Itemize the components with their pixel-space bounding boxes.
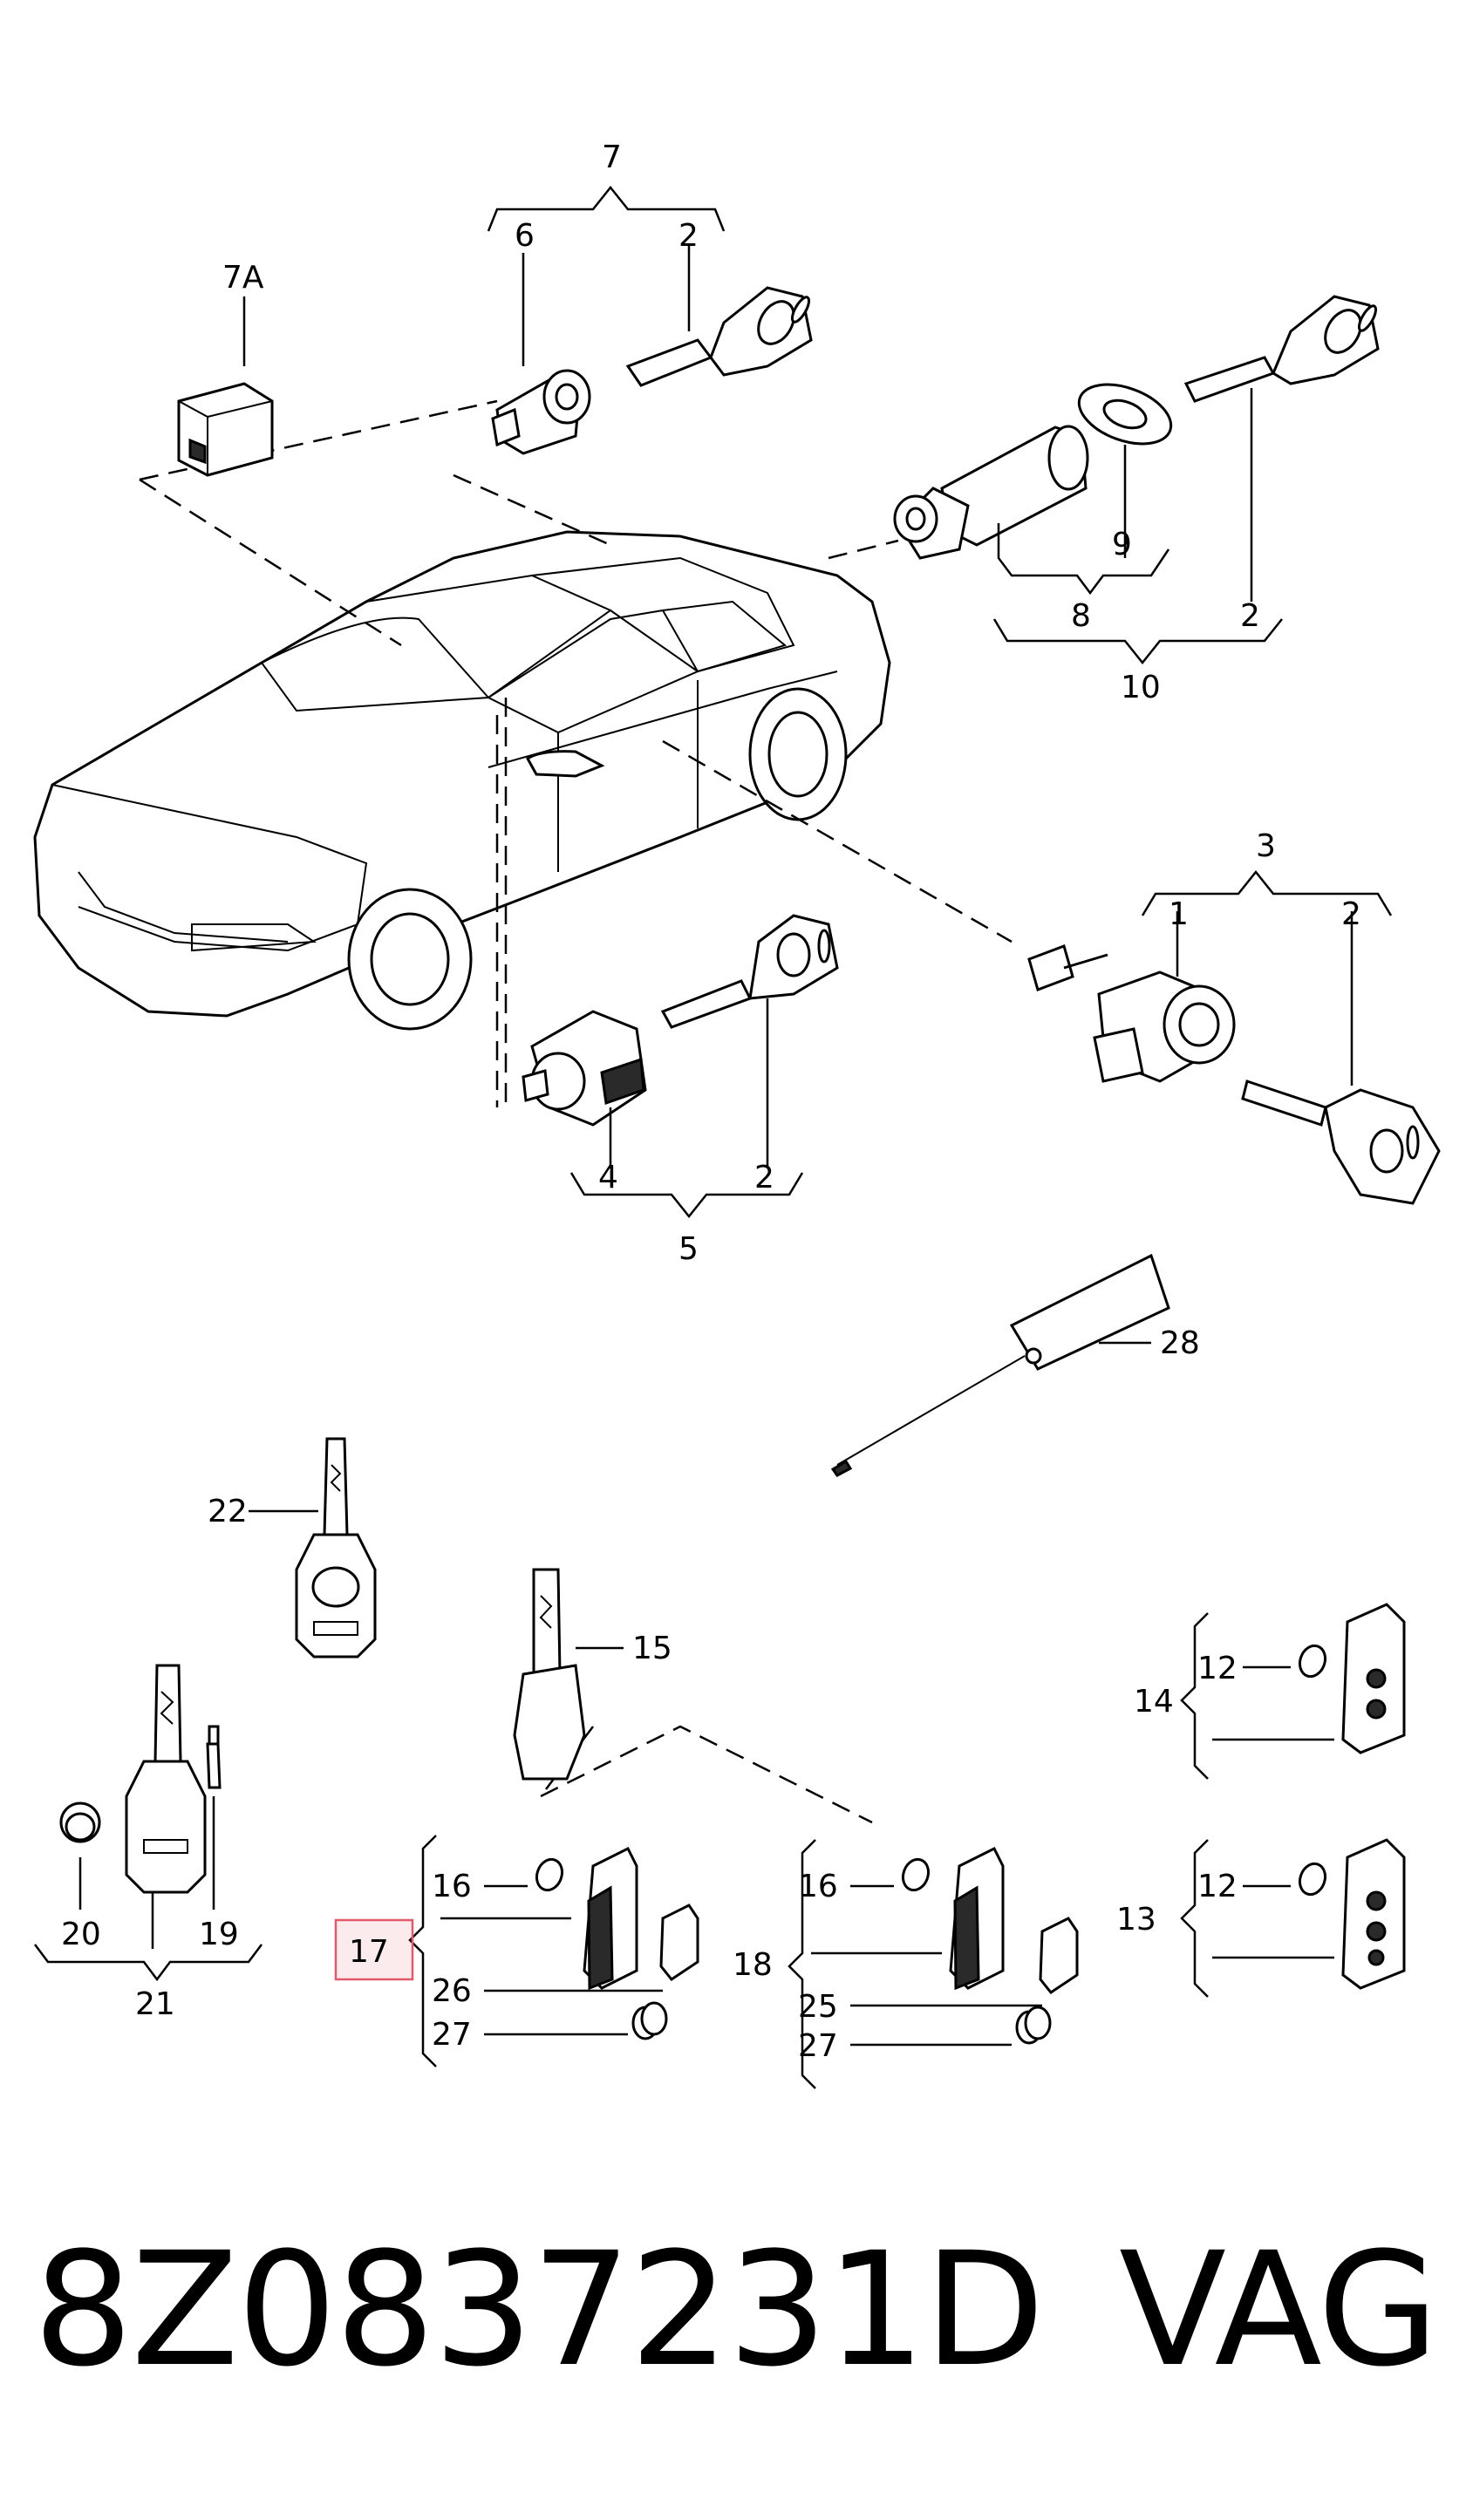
callout-2: 2 <box>1240 598 1260 634</box>
callout-8: 8 <box>1071 598 1091 634</box>
remote-13 <box>1212 1838 1406 1990</box>
bracket-8 <box>997 523 1170 596</box>
callout-10: 10 <box>1121 670 1161 705</box>
remote-18 <box>811 1846 1079 2047</box>
switch-7a <box>177 296 274 477</box>
callout-21: 21 <box>135 1986 175 2022</box>
key-top <box>625 244 813 387</box>
callout-20: 20 <box>61 1917 101 1952</box>
bracket-10 <box>992 618 1283 665</box>
highlight-box-17 <box>334 1918 414 1981</box>
key-15 <box>513 1568 624 1781</box>
callout-27: 27 <box>432 2017 472 2053</box>
parts-diagram: 7 6 2 7A 9 8 2 10 3 1 2 4 2 5 28 22 15 1… <box>33 140 1441 2089</box>
callout-2: 2 <box>754 1160 774 1195</box>
ignition-lock-4 <box>522 1010 647 1168</box>
key-right <box>1183 295 1380 602</box>
callout-6: 6 <box>515 218 535 254</box>
bracket-14 <box>1180 1612 1209 1780</box>
callout-9: 9 <box>1112 527 1132 562</box>
callout-14: 14 <box>1134 1684 1174 1720</box>
leader-lines <box>139 399 1013 1824</box>
callout-25: 25 <box>798 1989 838 2025</box>
tag-28 <box>830 1253 1170 1477</box>
key-22 <box>249 1437 377 1658</box>
callout-7: 7 <box>602 140 622 175</box>
callout-12: 12 <box>1197 1651 1238 1686</box>
callout-2: 2 <box>1341 896 1361 932</box>
remote-14 <box>1212 1603 1406 1754</box>
remote-17 <box>440 1846 699 2040</box>
bracket-13 <box>1180 1839 1209 1998</box>
brand-label: VAG <box>1119 2219 1439 2401</box>
callout-1: 1 <box>1169 896 1189 932</box>
key-ignition <box>660 914 839 1168</box>
callout-18: 18 <box>733 1947 773 1983</box>
part-number: 8Z0837231D <box>33 2219 1045 2401</box>
key-21 <box>59 1664 222 1949</box>
callout-16: 16 <box>798 1869 838 1904</box>
callout-labels: 7 6 2 7A 9 8 2 10 3 1 2 4 2 5 28 22 15 1… <box>61 140 1361 2064</box>
lock-cylinder-6 <box>491 253 591 455</box>
key-door-right <box>1241 911 1441 1205</box>
callout-15: 15 <box>632 1631 672 1666</box>
callout-27: 27 <box>798 2028 838 2064</box>
callout-3: 3 <box>1256 828 1276 864</box>
door-lock-cylinder-1 <box>1027 911 1236 1083</box>
callout-28: 28 <box>1160 1325 1200 1361</box>
car-illustration <box>33 530 891 1031</box>
bracket-17 <box>408 1835 437 2067</box>
callout-19: 19 <box>199 1917 239 1952</box>
bracket-3 <box>1141 869 1393 916</box>
callout-13: 13 <box>1116 1902 1156 1938</box>
callout-7A: 7A <box>222 260 264 296</box>
bracket-18 <box>788 1839 816 2089</box>
bracket-7 <box>487 185 726 232</box>
callout-22: 22 <box>208 1494 248 1529</box>
callout-12: 12 <box>1197 1869 1238 1904</box>
callout-17: 17 <box>349 1934 389 1970</box>
callout-5: 5 <box>678 1231 699 1267</box>
callout-16: 16 <box>432 1869 472 1904</box>
bracket-21 <box>34 1944 263 1982</box>
trunk-cylinder-8 <box>893 425 1089 560</box>
washer-9 <box>1077 383 1173 558</box>
bracket-5 <box>569 1172 804 1219</box>
callout-2: 2 <box>678 218 699 254</box>
callout-26: 26 <box>432 1973 472 2009</box>
callout-4: 4 <box>598 1160 618 1195</box>
